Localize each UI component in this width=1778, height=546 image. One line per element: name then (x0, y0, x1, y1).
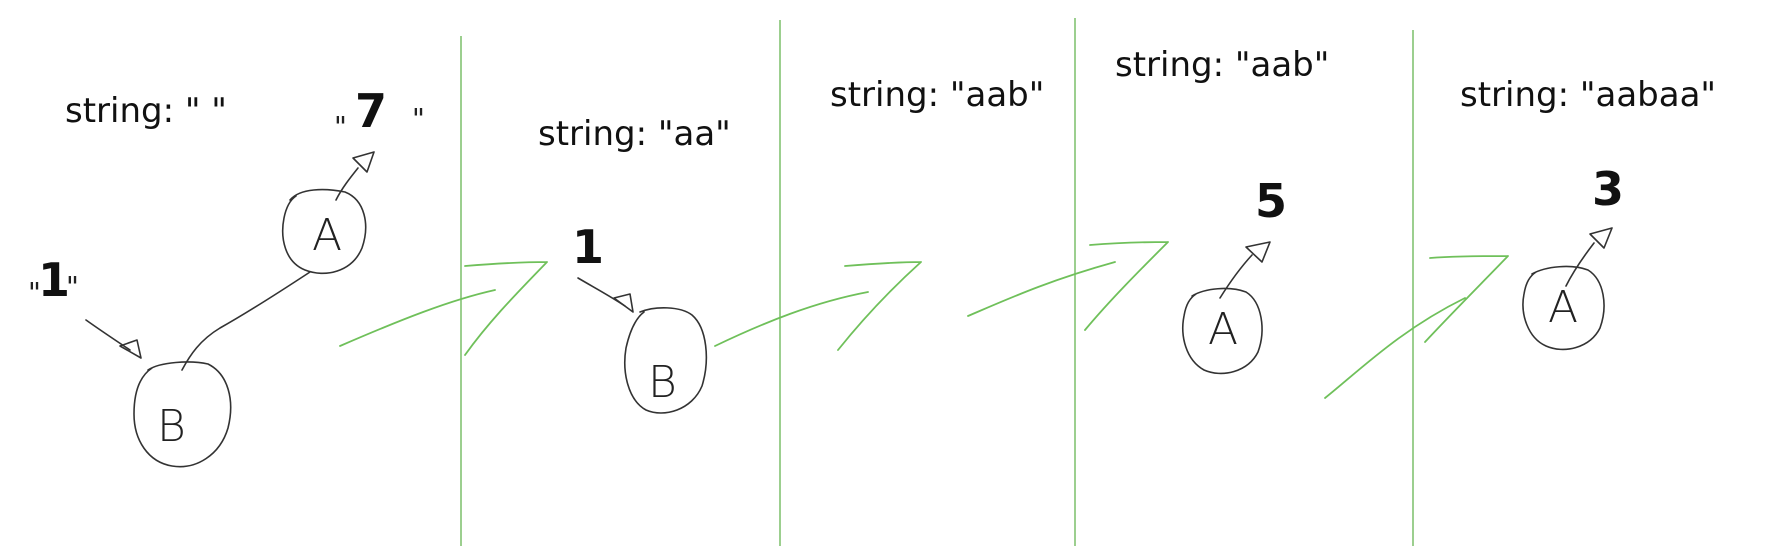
panel-1-top-number-quote-left: " (334, 110, 347, 143)
panel-1-side-number: 1 (38, 253, 70, 307)
panel-2-node-b-letter: B (648, 357, 677, 408)
panel-1-string-label: string: " " (65, 91, 227, 131)
panel-3: string: "aab" (830, 75, 1169, 331)
panel-3-green-arrow (967, 241, 1169, 331)
panel-2-side-number: 1 (572, 220, 604, 274)
panel-5-node-a: A (1522, 265, 1605, 351)
panel-5-top-number: 3 (1592, 162, 1624, 216)
panel-1-side-number-quote-left: " (28, 276, 41, 309)
panel-4-top-number: 5 (1255, 174, 1287, 228)
panel-2-green-arrow (714, 261, 922, 351)
panel-4-string-label: string: "aab" (1115, 45, 1329, 85)
panel-1-node-b-letter: B (157, 401, 186, 452)
panel-1-node-b: B (133, 361, 232, 468)
panel-1-node-a: A (281, 188, 367, 275)
panel-1-green-arrow (339, 261, 548, 356)
panel-1-edge-b-a (181, 271, 311, 371)
panel-1-node-a-letter: A (312, 210, 342, 261)
panel-2-string-label: string: "aa" (538, 114, 731, 154)
panel-4-node-a: A (1182, 287, 1263, 375)
panel-4-green-arrow (1324, 255, 1509, 399)
panel-1-arrow-number-to-b (85, 319, 131, 351)
panel-3-string-label: string: "aab" (830, 75, 1044, 115)
panel-1-top-number-quote-right: " (412, 102, 425, 135)
panel-4-arrow-a-to-top (1219, 254, 1253, 299)
panel-1: string: " " " 7 " " 1 " A B (28, 84, 548, 468)
panel-5-node-a-letter: A (1548, 282, 1578, 333)
panel-2-node-b: B (624, 307, 708, 414)
panel-5: string: "aabaa" 3 A (1460, 75, 1716, 351)
panel-5-arrow-a-to-top (1565, 242, 1595, 287)
panel-1-arrow-a-to-top (335, 167, 359, 201)
panel-1-side-number-quote-right: " (66, 270, 79, 303)
panel-1-top-number: 7 (355, 84, 387, 138)
panel-5-string-label: string: "aabaa" (1460, 75, 1716, 115)
panel-4: string: "aab" 5 A (1115, 45, 1509, 399)
panel-2: string: "aa" 1 B (538, 114, 922, 414)
panel-4-node-a-letter: A (1208, 304, 1238, 355)
